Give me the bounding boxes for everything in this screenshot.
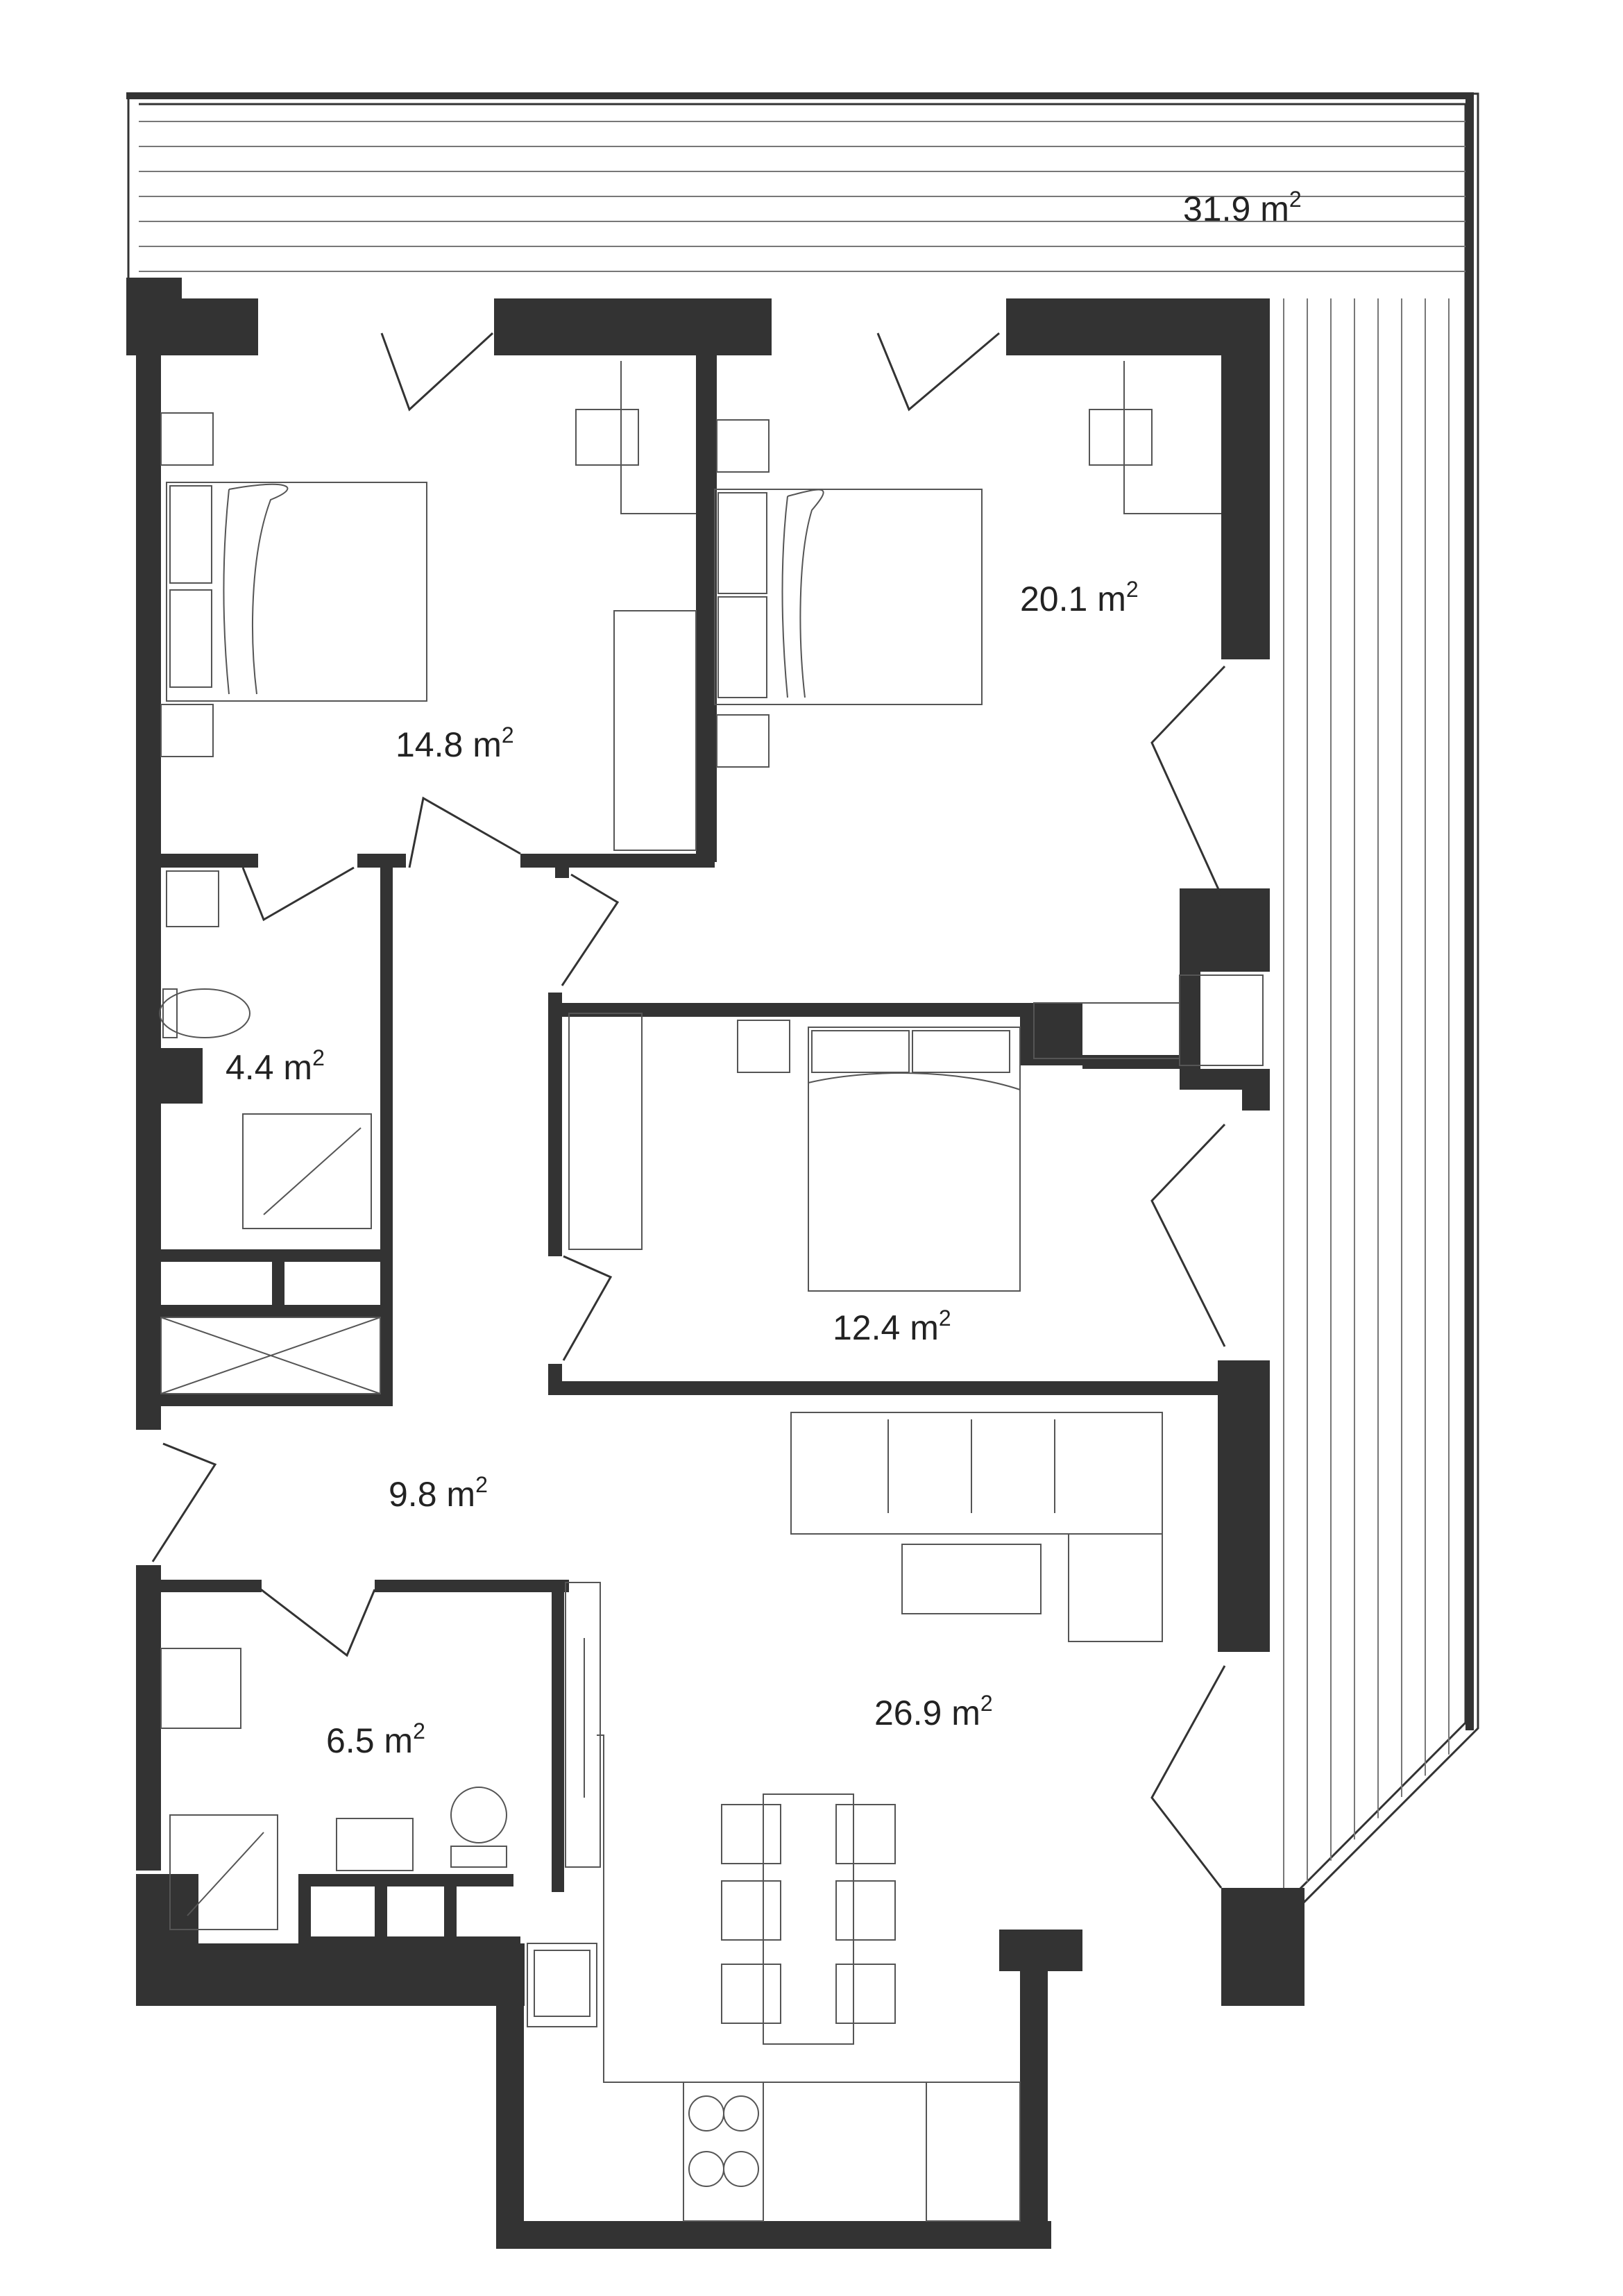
dining-chair (835, 1880, 896, 1941)
dining-chair (721, 1964, 781, 2024)
dining-chair (721, 1804, 781, 1864)
area-bedroom-2: 20.1 m2 (1020, 577, 1139, 618)
dining-chair (835, 1804, 896, 1864)
area-bedroom-1: 14.8 m2 (396, 723, 514, 764)
area-bedroom-3: 12.4 m2 (833, 1306, 951, 1347)
area-bathroom-1: 4.4 m2 (226, 1045, 325, 1087)
furniture (159, 361, 1264, 2222)
dining-chair (721, 1880, 781, 1941)
area-labels: 31.9 m2 14.8 m2 20.1 m2 4.4 m2 12.4 m2 9… (226, 187, 1302, 1760)
area-terrace: 31.9 m2 (1183, 187, 1302, 228)
area-hallway: 9.8 m2 (389, 1472, 488, 1514)
terrace-deck (126, 92, 1479, 1945)
area-bathroom-2: 6.5 m2 (326, 1719, 425, 1760)
walls (126, 278, 1305, 2249)
dining-chair (835, 1964, 896, 2024)
doors (151, 332, 1226, 1889)
area-living-kitchen: 26.9 m2 (874, 1691, 993, 1732)
